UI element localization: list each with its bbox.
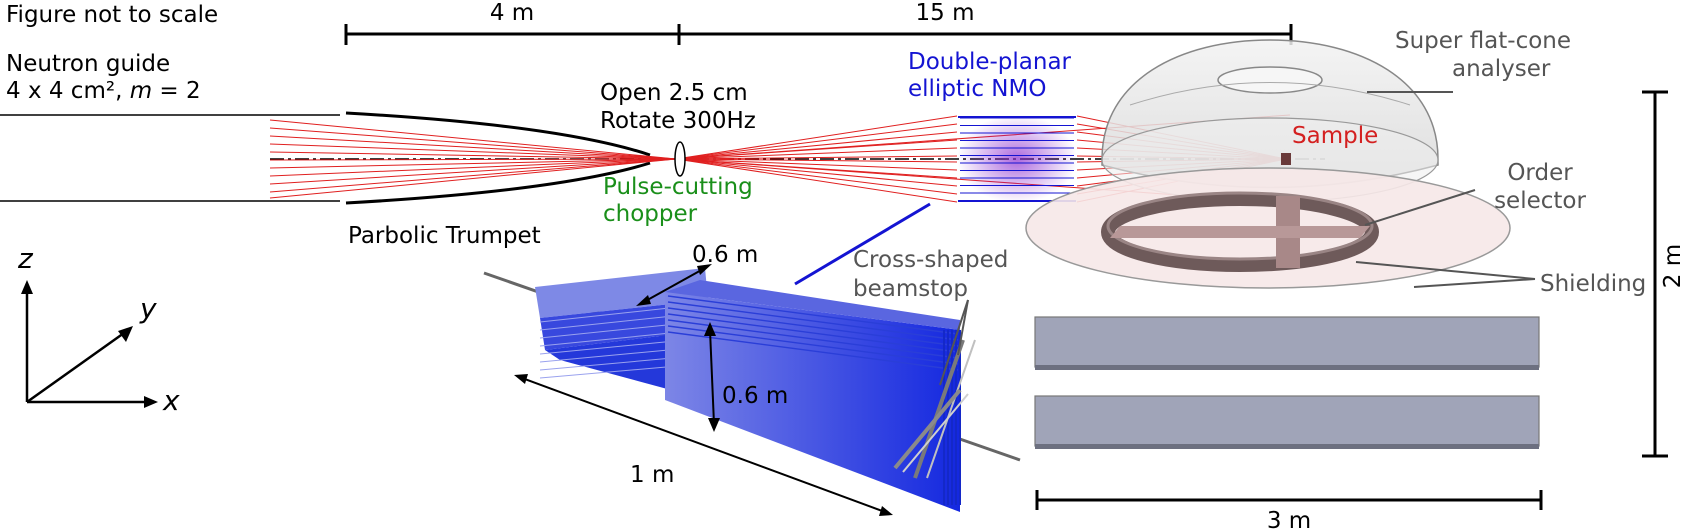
height-dimension: 2 m: [1642, 90, 1686, 458]
ray-segment: [269, 158, 677, 199]
ray-segment: [675, 158, 958, 187]
dim-3m: 3 m: [1267, 508, 1311, 532]
ray-segment: [675, 115, 958, 160]
ray-segment: [269, 151, 677, 160]
ray-segment: [269, 135, 677, 160]
nmo-zoom-leader: [794, 202, 931, 286]
shielding-label: Shielding: [1540, 271, 1646, 297]
order-selector-leader: [1364, 189, 1476, 226]
chopper-rotate-label: Rotate 300Hz: [600, 108, 756, 134]
neutron-guide-title: Neutron guide: [6, 51, 170, 77]
nmo-label-line1: Double-planar: [908, 49, 1072, 75]
ray-segment: [675, 155, 958, 160]
ray-segment: [269, 119, 677, 160]
ray-segment: [675, 158, 958, 195]
top-dimension: 4 m 15 m: [344, 0, 1293, 45]
nmo-zoom-plate: [667, 313, 959, 353]
ray-segment: [675, 147, 958, 160]
chopper-name-line1: Pulse-cutting: [603, 174, 753, 200]
detector-bars: [1034, 316, 1540, 449]
chopper-name-line2: chopper: [603, 201, 698, 227]
dim-4m: 4 m: [490, 0, 534, 26]
dim-2m: 2 m: [1660, 244, 1686, 288]
width-dimension: 3 m: [1035, 490, 1543, 532]
order-selector: [1101, 191, 1379, 272]
nmo-zoom-plate: [667, 319, 959, 359]
analyser-label-line2: analyser: [1452, 56, 1551, 82]
shielding-leader-2: [1413, 278, 1536, 288]
ray-segment: [675, 131, 958, 160]
sample-label: Sample: [1292, 123, 1378, 149]
nmo-zoom-dimensions: 0.6 m 0.6 m 1 m: [514, 242, 893, 516]
nmo-zoom-plate: [667, 307, 959, 347]
nmo-zoom-plate: [667, 295, 959, 335]
parabolic-trumpet: [345, 111, 651, 205]
nmo-length-dim: 1 m: [630, 462, 674, 488]
axis-z-label: z: [17, 242, 34, 275]
analyser-label-line1: Super flat-cone: [1395, 28, 1571, 54]
ray-segment: [269, 143, 677, 160]
chopper-open-label: Open 2.5 cm: [600, 80, 748, 106]
dim-15m: 15 m: [916, 0, 975, 26]
order-selector-label-line1: Order: [1507, 160, 1573, 186]
axis-y-label: y: [139, 292, 157, 325]
nmo-zoom-plate: [667, 331, 959, 371]
chopper: [674, 141, 686, 177]
nmo-zoom-plate: [667, 301, 959, 341]
neutron-guide: [0, 114, 340, 202]
ray-segment: [269, 158, 677, 161]
axis-x-label: x: [162, 384, 180, 417]
ray-segment: [269, 158, 677, 177]
ray-segment: [269, 158, 677, 193]
nmo-width-dim: 0.6 m: [692, 242, 758, 268]
nmo-height-dim: 0.6 m: [722, 383, 788, 409]
beamstop-leader-2: [939, 299, 969, 386]
nmo-in-beam: [957, 115, 1077, 203]
ray-segment: [675, 123, 958, 160]
shielding-leader-1: [1355, 261, 1536, 280]
order-selector-label-line2: selector: [1494, 188, 1586, 214]
figure-note: Figure not to scale: [6, 2, 218, 28]
ray-segment: [269, 127, 677, 160]
beamstop-label-line2: beamstop: [853, 276, 968, 302]
neutron-guide-spec: 4 x 4 cm², m = 2: [6, 78, 201, 104]
ray-segment: [269, 158, 677, 169]
ray-segment: [675, 158, 958, 203]
ray-segment: [675, 158, 958, 163]
sample-cube: [1281, 153, 1291, 165]
coordinate-axes: z y x: [17, 242, 180, 417]
nmo-zoom-block: [483, 268, 1021, 512]
trumpet-label: Parbolic Trumpet: [348, 223, 541, 249]
beamstop-label-line1: Cross-shaped: [853, 247, 1008, 273]
ray-segment: [675, 158, 958, 171]
beamstop-leader-1: [957, 299, 969, 356]
nmo-zoom-plate: [667, 325, 959, 365]
ray-segment: [269, 158, 677, 185]
nmo-label-line2: elliptic NMO: [908, 76, 1046, 102]
